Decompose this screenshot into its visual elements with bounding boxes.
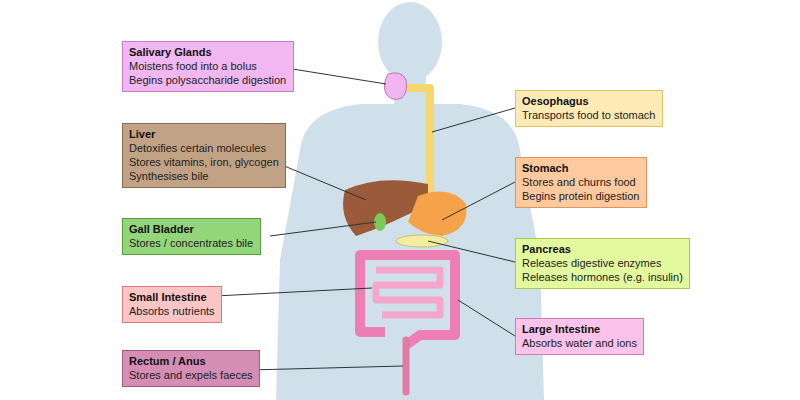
organ-function: Transports food to stomach (522, 108, 656, 122)
organ-label-box: Rectum / AnusStores and expels faeces (122, 350, 260, 387)
organ-label-box: LiverDetoxifies certain moleculesStores … (122, 123, 286, 188)
organ-function: Releases digestive enzymes (522, 256, 683, 270)
large-intestine (360, 255, 455, 345)
organ-function: Absorbs water and ions (522, 336, 637, 350)
organ-label-box: OesophagusTransports food to stomach (515, 90, 663, 127)
organ-label-box: Salivary GlandsMoistens food into a bolu… (122, 41, 294, 92)
organ-label-box: PancreasReleases digestive enzymesReleas… (515, 238, 690, 289)
organ-function: Releases hormones (e.g. insulin) (522, 270, 683, 284)
organ-function: Detoxifies certain molecules (129, 141, 279, 155)
organ-name: Oesophagus (522, 94, 656, 108)
organ-function: Stores and expels faeces (129, 368, 253, 382)
organ-name: Salivary Glands (129, 45, 287, 59)
small-intestine (376, 270, 440, 315)
pancreas (396, 235, 448, 247)
organ-name: Liver (129, 127, 279, 141)
organ-name: Rectum / Anus (129, 354, 253, 368)
organ-label-box: Large IntestineAbsorbs water and ions (515, 318, 644, 355)
organ-function: Begins protein digestion (522, 189, 640, 203)
organ-name: Small Intestine (129, 290, 215, 304)
organ-name: Pancreas (522, 242, 683, 256)
organ-function: Synthesises bile (129, 169, 279, 183)
salivary-gland (384, 73, 406, 99)
organ-function: Stores / concentrates bile (129, 236, 254, 250)
organ-name: Large Intestine (522, 322, 637, 336)
organ-label-box: Small IntestineAbsorbs nutrients (122, 286, 222, 323)
body-silhouette (276, 2, 544, 400)
organ-function: Moistens food into a bolus (129, 59, 287, 73)
organ-function: Stores vitamins, iron, glycogen (129, 155, 279, 169)
stomach (408, 192, 467, 237)
rectum (403, 340, 410, 392)
organ-function: Absorbs nutrients (129, 304, 215, 318)
organ-label-box: Gall BladderStores / concentrates bile (122, 218, 261, 255)
organ-name: Gall Bladder (129, 222, 254, 236)
organ-function: Stores and churns food (522, 175, 640, 189)
organ-function: Begins polysaccharide digestion (129, 73, 287, 87)
organ-name: Stomach (522, 161, 640, 175)
organ-label-box: StomachStores and churns foodBegins prot… (515, 157, 647, 208)
